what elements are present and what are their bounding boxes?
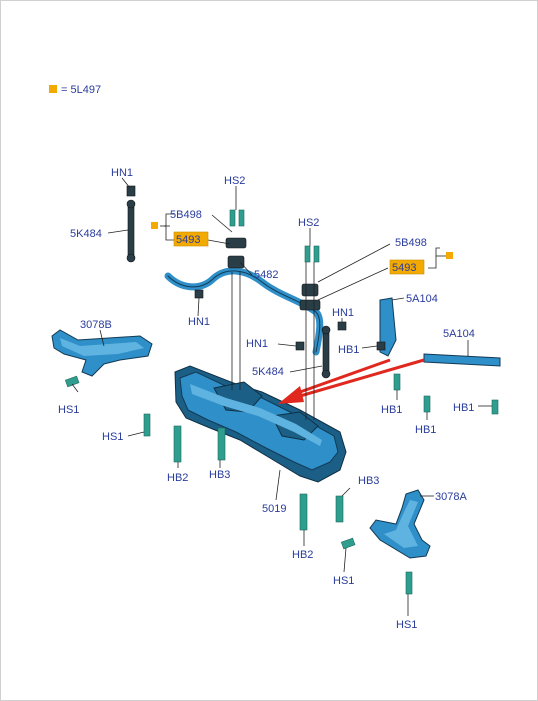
stabilizer-bracket-left [225, 237, 247, 269]
highlight-box-5493-left [173, 231, 209, 247]
stabilizer-link-right [321, 325, 331, 379]
label-hb1-low: HB1 [415, 424, 436, 436]
label-hb2-left: HB2 [167, 472, 188, 484]
label-hn1-link: HN1 [246, 338, 268, 350]
label-hs1-right-a: HS1 [333, 575, 354, 587]
label-hn1-mid: HN1 [188, 316, 210, 328]
lower-arm-3078b [51, 329, 153, 377]
label-5b498-left: 5B498 [170, 209, 202, 221]
label-hb2-right: HB2 [292, 549, 313, 561]
label-5019: 5019 [262, 503, 286, 515]
stabilizer-bar-5482 [164, 267, 324, 356]
label-5482: 5482 [254, 269, 278, 281]
label-hs2-right: HS2 [298, 217, 319, 229]
label-5493-right: 5493 [392, 262, 416, 274]
assembly-arrows [278, 358, 425, 404]
label-hs2-left: HS2 [224, 175, 245, 187]
label-3078b: 3078B [80, 319, 112, 331]
highlight-box-5493-right [389, 259, 425, 275]
label-5493-left: 5493 [176, 234, 200, 246]
label-5a104-lower: 5A104 [443, 328, 475, 340]
leader-lines [71, 177, 492, 616]
lower-arm-3078a [369, 489, 431, 559]
label-3078a: 3078A [435, 491, 467, 503]
subframe-5019 [174, 365, 347, 483]
label-hb1-upper: HB1 [338, 344, 359, 356]
highlight-swatch-right [446, 252, 453, 259]
label-hb3-right: HB3 [358, 475, 379, 487]
label-5b498-right: 5B498 [395, 237, 427, 249]
label-hs1-left-b: HS1 [102, 431, 123, 443]
label-hb3-left: HB3 [209, 469, 230, 481]
stabilizer-bracket-right [299, 283, 321, 311]
highlight-swatch-left [151, 222, 158, 229]
label-hb1-mid: HB1 [381, 404, 402, 416]
label-5k484-right: 5K484 [252, 366, 284, 378]
label-5k484-left: 5K484 [70, 228, 102, 240]
label-hs1-right-b: HS1 [396, 619, 417, 631]
label-5a104-upper: 5A104 [406, 293, 438, 305]
tie-bar-lower [423, 353, 501, 367]
label-hn1-right: HN1 [332, 307, 354, 319]
legend-text: = 5L497 [61, 84, 101, 96]
label-hb1-right: HB1 [453, 402, 474, 414]
stabilizer-link-left [126, 199, 136, 263]
label-hs1-left-a: HS1 [58, 404, 79, 416]
legend-swatch [49, 85, 57, 93]
bolts [64, 185, 499, 595]
label-hn1-top: HN1 [111, 167, 133, 179]
